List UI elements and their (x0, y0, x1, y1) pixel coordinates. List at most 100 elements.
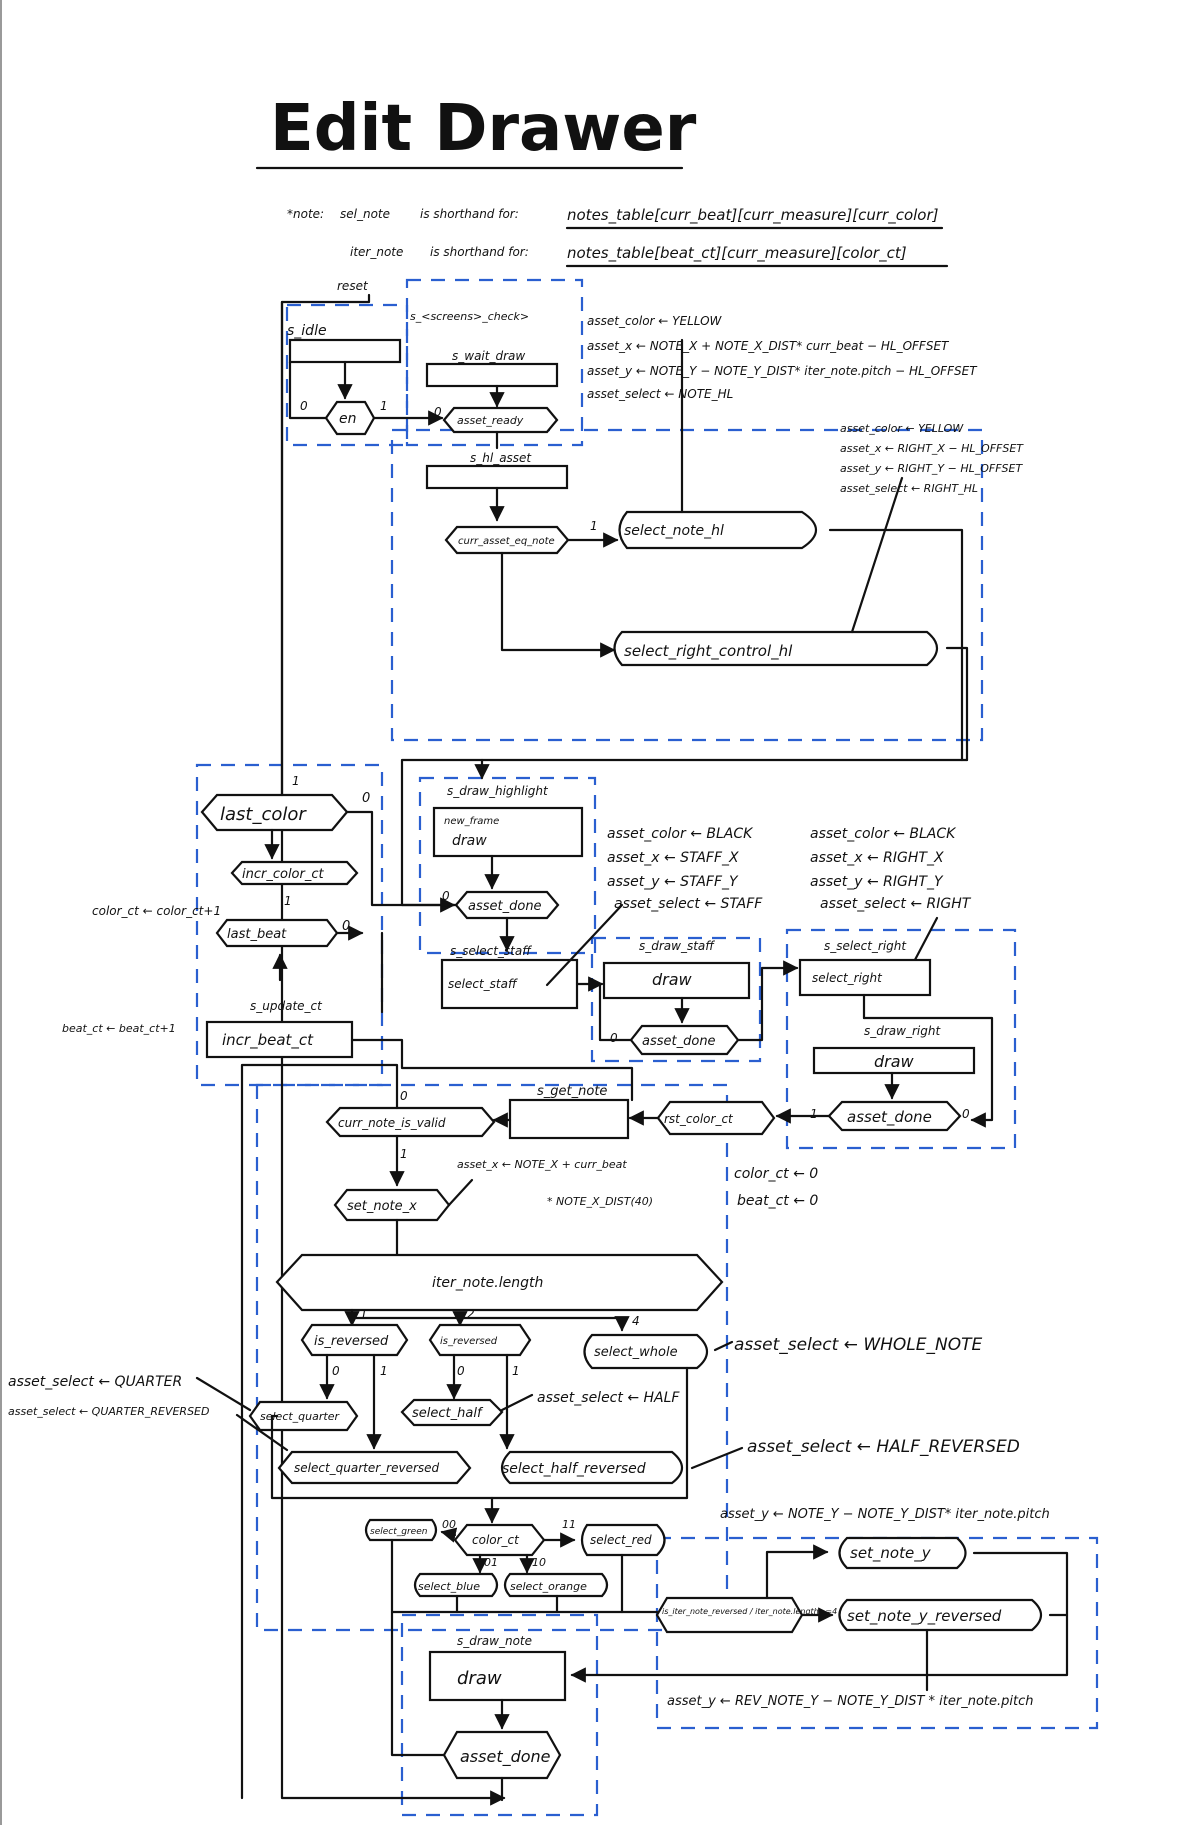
note-mid-2: is shorthand for: (430, 245, 529, 259)
svg-text:asset_select ← RIGHT: asset_select ← RIGHT (820, 896, 972, 912)
s-idle-label: s_idle (287, 323, 327, 339)
done2-zero: 0 (610, 1031, 618, 1045)
incr-one: 1 (284, 894, 292, 908)
incr-color-ct-box (230, 860, 359, 886)
select-whole-label: select_whole (594, 1345, 678, 1360)
note-mid-1: is shorthand for: (420, 207, 519, 221)
length-1-label: 1 (360, 1307, 368, 1321)
en-one: 1 (380, 399, 388, 413)
is-reversed-2 (428, 1323, 532, 1357)
get-note-box (508, 1098, 630, 1140)
valid-one: 1 (400, 1147, 408, 1161)
svg-text:asset_select ← STAFF: asset_select ← STAFF (614, 896, 763, 912)
last-beat-decision (215, 918, 339, 948)
svg-text:asset_x ← RIGHT_X: asset_x ← RIGHT_X (810, 850, 944, 866)
svg-text:asset_y ← RIGHT_Y: asset_y ← RIGHT_Y (810, 874, 944, 890)
is-reversed-1 (300, 1323, 409, 1357)
select-red-box (580, 1523, 666, 1557)
select-half-reversed-box (500, 1450, 684, 1485)
svg-text:asset_x ← RIGHT_X − HL_OFFSET: asset_x ← RIGHT_X − HL_OFFSET (840, 442, 1024, 455)
en-zero: 0 (300, 399, 308, 413)
draw-right-loop (862, 1016, 994, 1128)
select-staff-box (440, 958, 579, 1010)
draw-note-text: draw (457, 1668, 502, 1689)
color-00: 00 (442, 1518, 456, 1531)
curr-asset-eq-label: curr_asset_eq_note (458, 536, 555, 547)
rev2-zero: 0 (457, 1364, 465, 1378)
hl-right-assignments: asset_color ← YELLOW asset_x ← RIGHT_X −… (840, 422, 1024, 495)
s-select-staff-label: s_select_staff (450, 944, 532, 958)
draw-right-text: draw (874, 1052, 915, 1071)
last-color-one: 1 (292, 774, 300, 788)
s-wait-draw-box (425, 362, 559, 388)
rst-color-ct-label: rst_color_ct (664, 1112, 734, 1126)
s-screens-label: s_<screens>_check> (410, 310, 529, 323)
page-title: Edit Drawer (270, 92, 697, 166)
set-note-y-box (838, 1536, 967, 1570)
last-color-zero-line (345, 810, 458, 907)
set-note-y-reversed-label: set_note_y_reversed (847, 1607, 1002, 1626)
select-orange-label: select_orange (510, 1580, 587, 1593)
en-label: en (339, 411, 357, 427)
note-prefix: *note: (287, 207, 324, 221)
svg-text:asset_color ← YELLOW: asset_color ← YELLOW (587, 314, 723, 328)
select-half-reversed-label: select_half_reversed (502, 1461, 646, 1477)
set-x-assignment: asset_x ← NOTE_X + curr_beat * NOTE_X_DI… (457, 1158, 653, 1208)
length-4-label: 4 (632, 1314, 640, 1328)
done2-to-right (736, 960, 799, 1042)
color-10: 10 (532, 1556, 546, 1569)
rev1-one: 1 (380, 1364, 388, 1378)
s-draw-staff-label: s_draw_staff (639, 939, 715, 953)
last-color-label: last_color (220, 804, 307, 825)
set-note-x-box (333, 1188, 451, 1222)
done3-zero: 0 (962, 1107, 970, 1121)
hl-right-pointer (850, 476, 904, 634)
svg-text:* NOTE_X_DIST(40): * NOTE_X_DIST(40) (547, 1195, 653, 1208)
group-get-note (255, 1083, 729, 1632)
quarter-rev-assignment: asset_select ← QUARTER_REVERSED (8, 1405, 209, 1418)
s-draw-note-label: s_draw_note (457, 1634, 532, 1648)
color-ct-inc-assignment: color_ct ← color_ct+1 (92, 904, 221, 918)
select-quarter-reversed-box (277, 1450, 472, 1485)
svg-text:asset_color ← BLACK: asset_color ← BLACK (607, 826, 754, 842)
last-color-zero: 0 (362, 791, 370, 806)
s-wait-draw-label: s_wait_draw (452, 349, 525, 363)
group-highlight (390, 428, 984, 742)
select-blue-label: select_blue (418, 1580, 480, 1593)
draw-right-box (812, 1046, 976, 1075)
note-term-2: iter_note (350, 245, 403, 259)
iter-note-length-label: iter_note.length (432, 1275, 543, 1291)
select-note-hl-label: select_note_hl (624, 523, 724, 539)
asset-done-3-label: asset_done (847, 1108, 932, 1127)
svg-text:asset_y ← NOTE_Y − NOTE_Y_DIST: asset_y ← NOTE_Y − NOTE_Y_DIST* iter_not… (587, 364, 978, 378)
s-update-ct-label: s_update_ct (250, 999, 323, 1013)
whole-assignment: asset_select ← WHOLE_NOTE (734, 1335, 982, 1355)
done4-loop (390, 1610, 446, 1757)
quarter-assignment: asset_select ← QUARTER (8, 1374, 182, 1390)
svg-text:asset_x ← NOTE_X + NOTE_X_DIST: asset_x ← NOTE_X + NOTE_X_DIST* curr_bea… (587, 339, 950, 353)
last-beat-zero: 0 (342, 919, 350, 934)
group-draw-note (400, 1613, 599, 1817)
s-select-right-label: s_select_right (824, 939, 907, 953)
incr-beat-ct-label: incr_beat_ct (222, 1031, 314, 1050)
draw-highlight-box (432, 806, 584, 858)
group-idle (285, 303, 409, 447)
half-pointer (500, 1393, 534, 1412)
hl-note-assignments: asset_color ← YELLOW asset_x ← NOTE_X + … (587, 314, 978, 401)
svg-text:asset_select ← NOTE_HL: asset_select ← NOTE_HL (587, 387, 733, 401)
svg-text:asset_color ← BLACK: asset_color ← BLACK (810, 826, 957, 842)
set-note-x-label: set_note_x (347, 1199, 417, 1214)
length-branch-bus (350, 1308, 624, 1320)
select-half-label: select_half (412, 1406, 484, 1421)
rev1-zero: 0 (332, 1364, 340, 1378)
valid-zero: 0 (400, 1089, 408, 1103)
select-note-hl-box (618, 510, 818, 550)
half-rev-assignment: asset_select ← HALF_REVERSED (747, 1437, 1020, 1457)
group-select-right (785, 928, 1017, 1150)
reversed-check-label: is_iter_note_reversed / iter_note.length… (662, 1607, 837, 1616)
select-staff-text: select_staff (448, 977, 518, 991)
svg-text:asset_select ← RIGHT_HL: asset_select ← RIGHT_HL (840, 482, 978, 495)
asset-done-4-label: asset_done (460, 1747, 551, 1767)
